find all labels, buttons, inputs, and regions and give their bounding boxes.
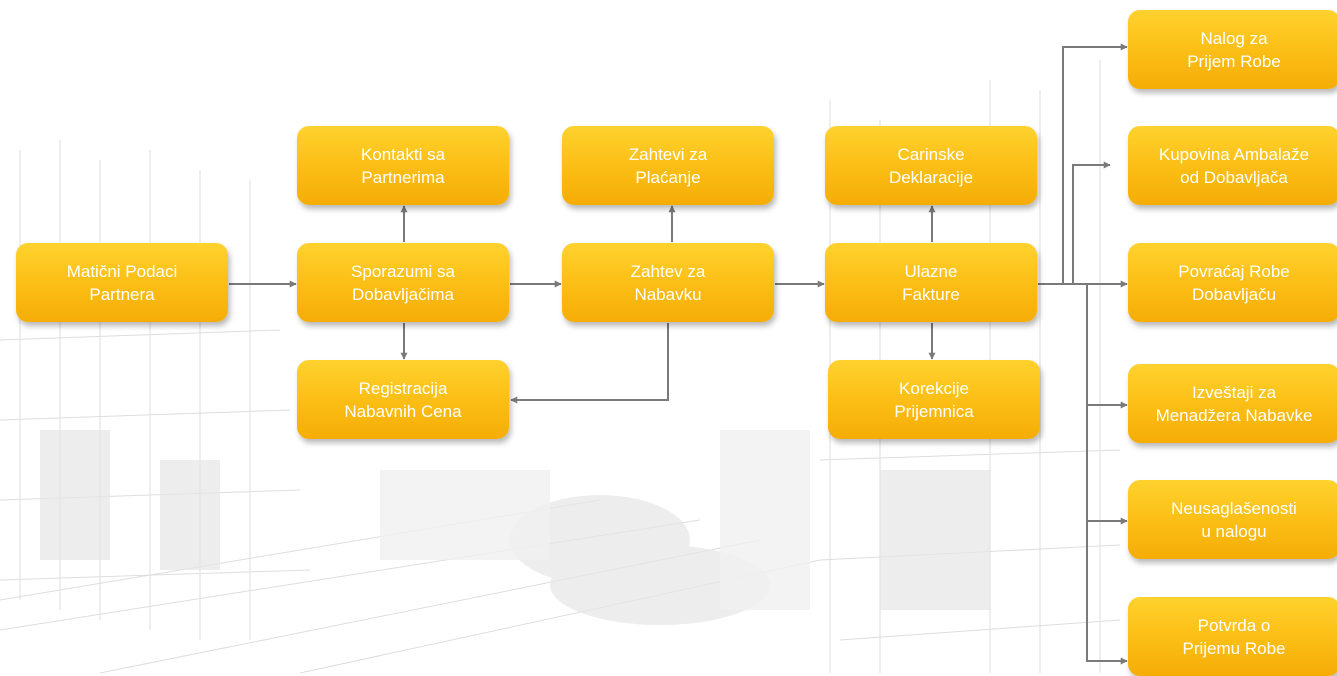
node-label-line2: Menadžera Nabavke [1155, 405, 1313, 425]
arrow-ulazne-to-nalog [1040, 43, 1128, 285]
node-nalog-za-prijem-robe[interactable]: Nalog za Prijem Robe [1128, 10, 1337, 89]
node-carinske-deklaracije[interactable]: Carinske Deklaracije [825, 126, 1037, 205]
node-label-line1: Registracija [358, 378, 448, 398]
node-maticni-podaci-partnera[interactable]: Matični Podaci Partnera [16, 243, 228, 322]
node-label-line2: Prijemu Robe [1182, 638, 1286, 658]
node-label-line1: Neusaglašenosti [1171, 498, 1297, 518]
node-potvrda-o-prijemu-robe[interactable]: Potvrda o Prijemu Robe [1128, 597, 1337, 676]
node-label-line1: Matični Podaci [66, 261, 178, 281]
node-kupovina-ambalaze[interactable]: Kupovina Ambalaže od Dobavljača [1128, 126, 1337, 205]
node-label-line2: od Dobavljača [1180, 167, 1288, 187]
connector-ulazne-down-trunk [1073, 283, 1088, 662]
node-label-line2: Dobavljačima [351, 284, 455, 304]
node-label-line1: Zahtevi za [628, 144, 708, 164]
node-zahtevi-za-placanje[interactable]: Zahtevi za Plaćanje [562, 126, 774, 205]
node-label-line1: Potvrda o [1197, 615, 1271, 635]
node-label-line2: Prijemnica [894, 401, 974, 421]
node-label-line1: Kontakti sa [360, 144, 446, 164]
node-neusaglasenosti-u-nalogu[interactable]: Neusaglašenosti u nalogu [1128, 480, 1337, 559]
node-registracija-nabavnih-cena[interactable]: Registracija Nabavnih Cena [297, 360, 509, 439]
node-label-line2: Plaćanje [635, 167, 701, 187]
node-label-line2: Nabavku [634, 284, 702, 304]
node-sporazumi-sa-dobavljacima[interactable]: Sporazumi sa Dobavljačima [297, 243, 509, 322]
node-kontakti-sa-partnerima[interactable]: Kontakti sa Partnerima [297, 126, 509, 205]
node-label-line2: Nabavnih Cena [344, 401, 462, 421]
node-label-line1: Korekcije [899, 378, 969, 398]
node-label-line1: Kupovina Ambalaže [1158, 144, 1310, 164]
arrow-ulazne-to-kupovina [1063, 161, 1111, 285]
node-label-line1: Carinske [897, 144, 965, 164]
arrow-zahtev-to-registracija [510, 323, 669, 404]
node-label-line1: Nalog za [1200, 28, 1268, 48]
node-izvestaji-za-menadzera-nabavke[interactable]: Izveštaji za Menadžera Nabavke [1128, 364, 1337, 443]
node-label-line1: Sporazumi sa [351, 261, 455, 281]
node-label-line2: Fakture [902, 284, 960, 304]
node-label-line1: Zahtev za [630, 261, 706, 281]
node-label-line1: Izveštaji za [1191, 382, 1277, 402]
node-povracaj-robe-dobavljacu[interactable]: Povraćaj Robe Dobavljaču [1128, 243, 1337, 322]
node-label-line2: Prijem Robe [1187, 51, 1281, 71]
node-label-line2: Dobavljaču [1191, 284, 1277, 304]
node-korekcije-prijemnica[interactable]: Korekcije Prijemnica [828, 360, 1040, 439]
node-label-line2: u nalogu [1201, 521, 1267, 541]
node-label-line2: Deklaracije [888, 167, 974, 187]
node-label-line1: Povraćaj Robe [1178, 261, 1290, 281]
node-ulazne-fakture[interactable]: Ulazne Fakture [825, 243, 1037, 322]
node-label-line2: Partnerima [361, 167, 445, 187]
node-zahtev-za-nabavku[interactable]: Zahtev za Nabavku [562, 243, 774, 322]
node-label-line2: Partnera [89, 284, 155, 304]
node-label-line1: Ulazne [904, 261, 958, 281]
